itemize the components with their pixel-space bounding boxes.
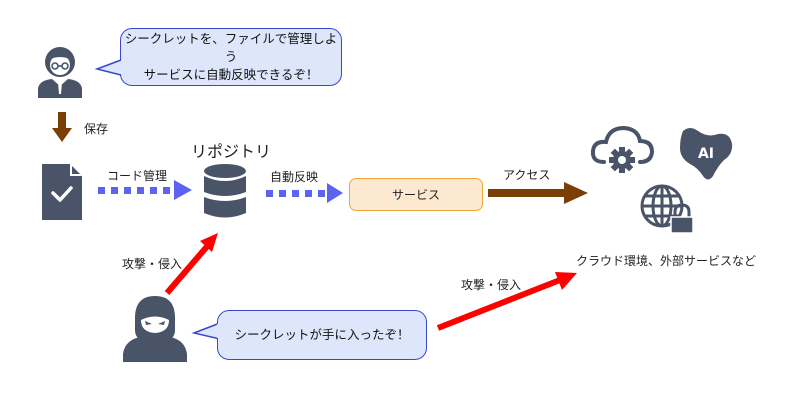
auto-deploy-arrow	[266, 183, 343, 203]
attack-label-right: 攻撃・侵入	[461, 278, 522, 292]
save-arrow	[52, 112, 72, 142]
attack-arrow-repository	[164, 233, 218, 295]
external-services-label: クラウド環境、外部サービスなど	[576, 254, 757, 268]
database-icon	[204, 164, 246, 218]
service-label: サービス	[391, 188, 440, 202]
code-management-arrow	[98, 180, 192, 200]
repository-label: リポジトリ	[191, 142, 272, 161]
globe-lock-icon	[640, 184, 694, 234]
auto-deploy-label: 自動反映	[270, 170, 319, 184]
service-box: サービス	[349, 178, 483, 211]
access-label: アクセス	[503, 168, 551, 182]
access-arrow	[488, 182, 588, 204]
code-management-label: コード管理	[107, 169, 168, 183]
ai-blob-icon: AI	[680, 128, 733, 180]
attack-label-left: 攻撃・侵入	[122, 257, 183, 271]
bubble-seam	[120, 61, 123, 74]
hooded-attacker-icon	[123, 296, 187, 362]
bubble-seam	[217, 324, 220, 338]
file-check-icon	[42, 164, 82, 220]
developer-speech-bubble: シークレットを、ファイルで管理しよう サービスに自動反映できるぞ！	[120, 28, 342, 86]
attacker-speech-bubble: シークレットが手に入ったぞ！	[217, 310, 427, 360]
bubble-line: サービスに自動反映できるぞ！	[143, 67, 319, 83]
svg-text:AI: AI	[698, 146, 714, 162]
bubble-text: シークレットが手に入ったぞ！	[234, 326, 410, 342]
bubble-tail	[94, 59, 122, 76]
attack-arrow-external	[436, 272, 577, 331]
developer-person-icon	[38, 47, 82, 98]
bubble-tail	[191, 322, 221, 340]
cloud-gear-icon	[590, 125, 655, 173]
save-label: 保存	[84, 122, 109, 136]
bubble-line: シークレットを、ファイルで管理しよう	[124, 30, 338, 64]
